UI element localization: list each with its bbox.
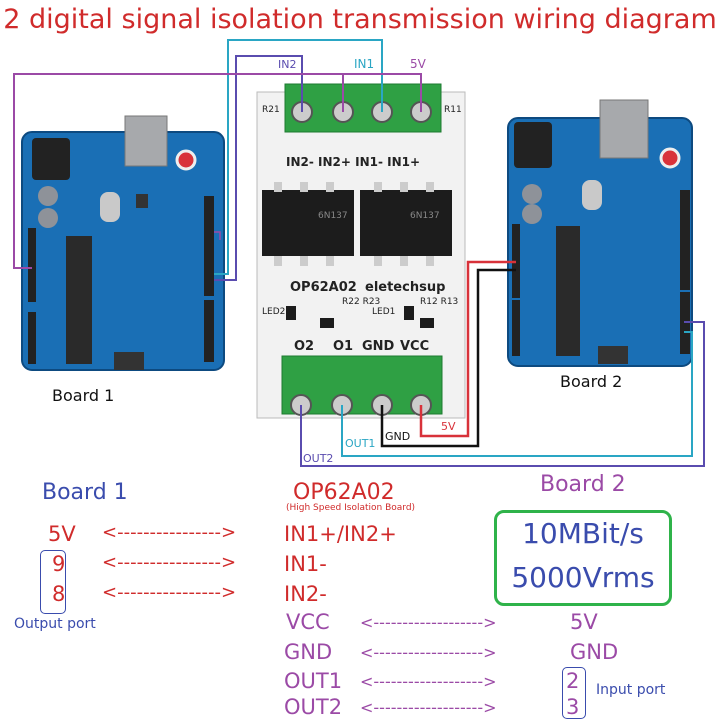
spec-speed: 10MBit/s: [522, 517, 644, 550]
reset-button: [175, 149, 197, 171]
legend-row-8: 8 <----------------> IN2-: [52, 582, 327, 606]
legend-pin: 9: [52, 552, 66, 576]
module-name-silkscreen: OP62A02: [290, 280, 357, 295]
input-port-box: [562, 667, 586, 719]
legend-source: OUT1: [284, 669, 343, 693]
wire-label-5v: 5V: [410, 57, 427, 71]
legend-pin: 8: [52, 582, 66, 606]
led1-label: LED1: [372, 307, 395, 317]
op62a02-module: IN2- IN2+ IN1- IN1+ 6N137 6N137 OP62A02 …: [256, 83, 466, 419]
legend-source: GND: [284, 640, 333, 664]
wire-out1: [341, 331, 693, 457]
wire-label-out1: OUT1: [345, 437, 375, 450]
input-port-label: Input port: [596, 682, 666, 698]
legend-pin: 3: [566, 695, 580, 719]
legend-arrow: <---------------->: [102, 522, 237, 543]
wire-label-out2: OUT2: [303, 452, 333, 465]
chip-right-label: 6N137: [410, 211, 440, 221]
board1-label: Board 1: [52, 386, 115, 405]
reset-button: [659, 147, 681, 169]
legend-arrow: <------------------->: [360, 643, 497, 662]
legend-row-vcc: VCC <-------------------> 5V: [286, 610, 598, 634]
legend-target: IN1-: [284, 552, 327, 576]
legend-pin: GND: [570, 640, 619, 664]
wire-label-in2: IN2: [278, 58, 296, 71]
pin-label-o2: O2: [294, 339, 314, 354]
output-port-box: [40, 550, 66, 614]
module-brand: eletechsup: [365, 280, 445, 295]
led2: [286, 306, 296, 320]
resistor-top-right-label: R11: [444, 105, 462, 115]
spec-isolation: 5000Vrms: [511, 561, 655, 594]
legend-target: IN2-: [284, 582, 327, 606]
wire-in1: [214, 39, 383, 275]
wire-vcc: [419, 260, 516, 438]
wire-label-gnd: GND: [385, 430, 410, 443]
legend-arrow: <---------------->: [102, 552, 237, 573]
legend-board2-heading: Board 2: [540, 472, 626, 497]
resistors-right-label: R12 R13: [420, 297, 458, 307]
board1-arduino: [21, 115, 225, 371]
legend-module-heading: OP62A02: [293, 480, 395, 505]
board2-label: Board 2: [560, 372, 623, 391]
wire-gnd: [380, 268, 516, 448]
diagram-title: 2 digital signal isolation transmission …: [3, 4, 717, 35]
wire-5v-tap: [214, 231, 221, 240]
legend-target: IN1+/IN2+: [284, 522, 397, 546]
legend-row-out1: OUT1 <-------------------> 2: [284, 669, 579, 693]
wire-label-in1: IN1: [354, 57, 374, 71]
pin-label-gnd: GND: [362, 339, 395, 354]
legend-row-5v: 5V <----------------> IN1+/IN2+: [48, 522, 397, 546]
mcu-chip: [66, 236, 92, 364]
legend-arrow: <------------------->: [360, 672, 497, 691]
legend-arrow: <---------------->: [102, 582, 237, 603]
legend-row-gnd: GND <-------------------> GND: [284, 640, 618, 664]
legend-arrow: <------------------->: [360, 698, 497, 717]
resistor-top-left-label: R21: [262, 105, 280, 115]
wiring-diagram: IN2- IN2+ IN1- IN1+ 6N137 6N137 OP62A02 …: [13, 39, 705, 467]
chip-left-label: 6N137: [318, 211, 348, 221]
legend-arrow: <------------------->: [360, 613, 497, 632]
power-jack: [514, 122, 552, 168]
wire-label-5v-right: 5V: [441, 420, 456, 433]
legend-source: OUT2: [284, 695, 343, 719]
spec-box: 10MBit/s 5000Vrms: [494, 510, 672, 606]
power-jack: [32, 138, 70, 180]
pin-label-o1: O1: [333, 339, 353, 354]
chip-left: [262, 190, 354, 256]
legend-board1-heading: Board 1: [42, 480, 128, 505]
resistors-left-label: R22 R23: [342, 297, 380, 307]
usb-port: [599, 99, 649, 159]
output-port-label: Output port: [14, 616, 96, 632]
mcu-chip: [556, 226, 580, 356]
led1: [404, 306, 414, 320]
wire-5v-in: [13, 73, 422, 269]
legend-row-9: 9 <----------------> IN1-: [52, 552, 327, 576]
legend-module-subheading: (High Speed Isolation Board): [286, 503, 416, 513]
led2-label: LED2: [262, 307, 285, 317]
module-top-pins: IN2- IN2+ IN1- IN1+: [286, 155, 420, 169]
board2-arduino: [507, 99, 693, 367]
wire-out2: [300, 321, 705, 467]
usb-port: [124, 115, 168, 167]
legend-row-out2: OUT2 <-------------------> 3: [284, 695, 579, 719]
pin-label-vcc: VCC: [400, 339, 429, 354]
legend-pin: 5V: [48, 522, 76, 546]
chip-right: [360, 190, 452, 256]
legend-source: VCC: [286, 610, 330, 634]
legend-pin: 5V: [570, 610, 598, 634]
legend-pin: 2: [566, 669, 580, 693]
